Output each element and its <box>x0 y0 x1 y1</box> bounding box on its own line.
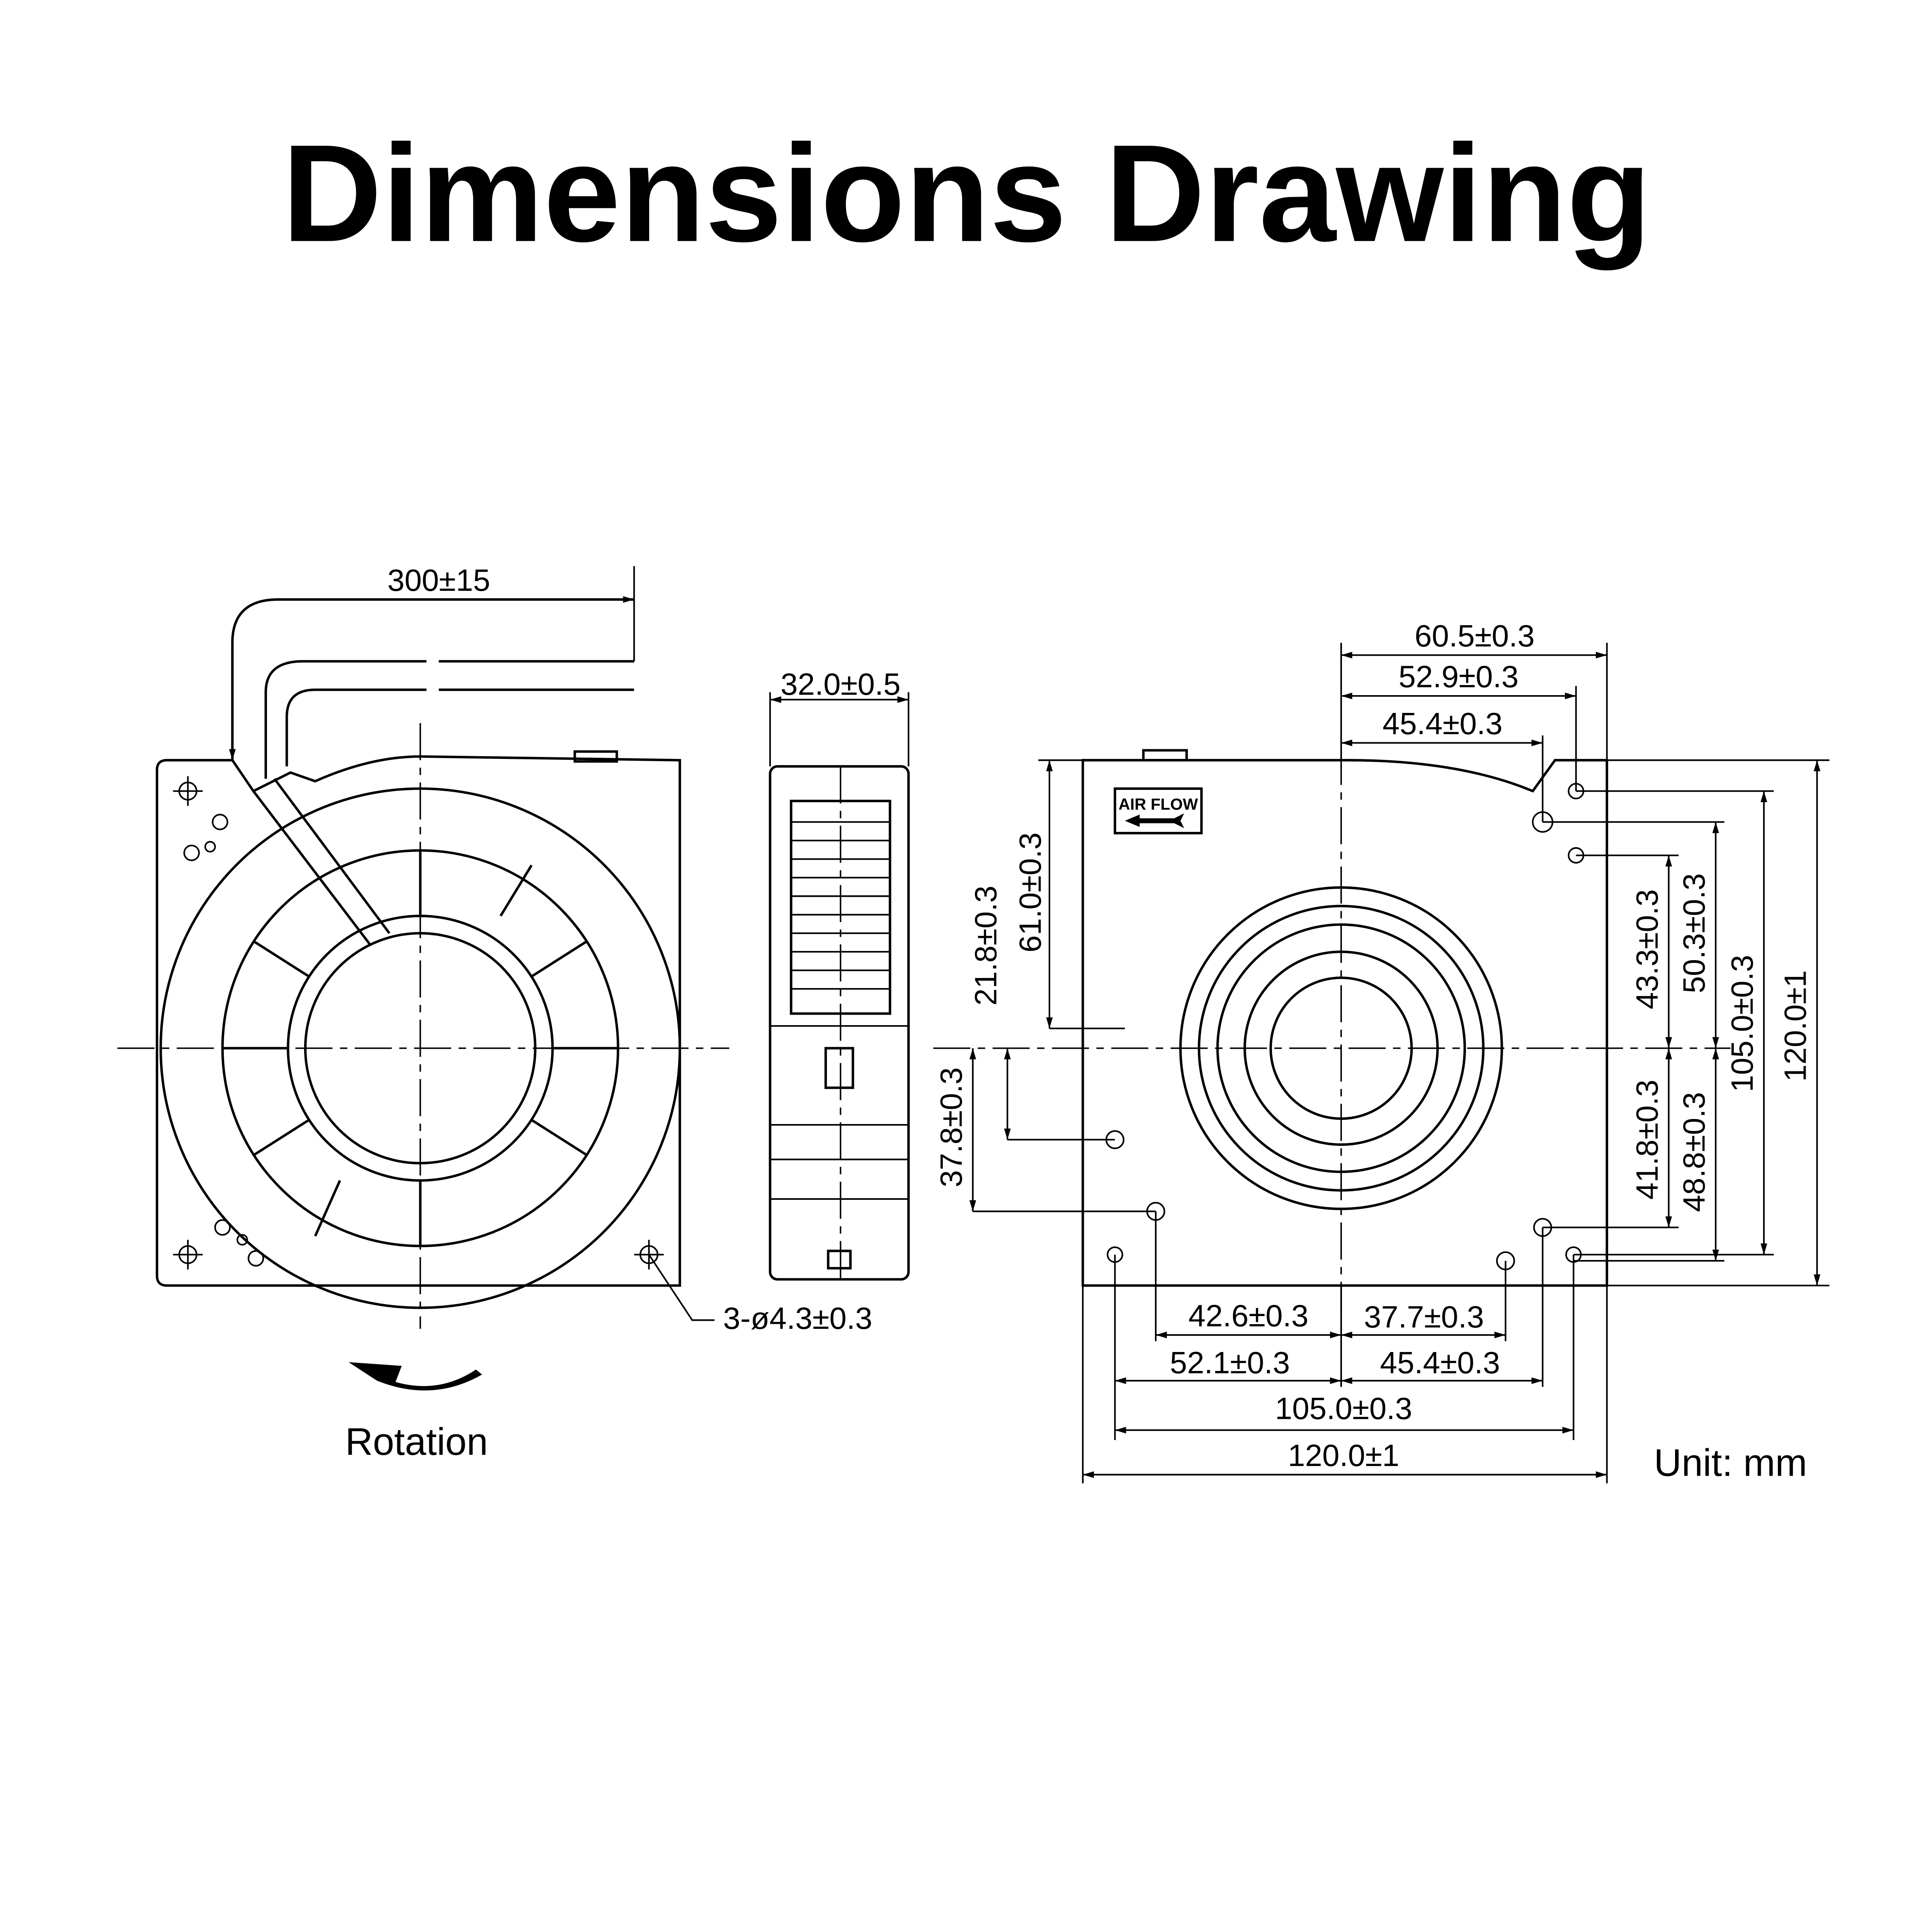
airflow-label: AIR FLOW <box>1119 795 1198 813</box>
airflow-arrow-icon <box>1125 813 1184 828</box>
dim-bottom-42-6: 42.6±0.3 <box>1189 1299 1309 1333</box>
dim-right-48-8: 48.8±0.3 <box>1677 1092 1711 1212</box>
back-view: AIR FLOW 60.5±0.3 52.9±0.3 45.4±0.3 <box>933 619 1830 1483</box>
dim-right-105-0: 105.0±0.3 <box>1725 955 1759 1092</box>
dim-right-50-3: 50.3±0.3 <box>1677 873 1711 993</box>
dim-left-37-8: 37.8±0.3 <box>934 1067 968 1187</box>
dim-right-43-3: 43.3±0.3 <box>1630 889 1664 1009</box>
front-view: 300±15 3-ø4.3±0.3 Rotation <box>117 563 872 1463</box>
rotation-arrow-icon <box>349 1362 482 1391</box>
dim-top-52-9: 52.9±0.3 <box>1398 660 1519 694</box>
mount-hole-icon <box>1105 783 1584 1270</box>
dim-top-60-5: 60.5±0.3 <box>1415 619 1535 653</box>
dim-left-61-0: 61.0±0.3 <box>1013 832 1048 952</box>
airflow-badge: AIR FLOW <box>1114 787 1203 835</box>
dim-bottom-45-4: 45.4±0.3 <box>1380 1345 1500 1380</box>
dim-bottom-105-0: 105.0±0.3 <box>1275 1391 1412 1425</box>
dim-top-45-4: 45.4±0.3 <box>1383 706 1503 741</box>
dim-right-120-0: 120.0±1 <box>1778 970 1813 1082</box>
thickness-label: 32.0±0.5 <box>781 667 901 701</box>
mount-hole-icon <box>173 776 664 1270</box>
unit-label: Unit: mm <box>1654 1442 1807 1485</box>
page-title: Dimensions Drawing <box>282 116 1651 271</box>
dim-bottom-52-1: 52.1±0.3 <box>1170 1345 1290 1380</box>
cable-length-label: 300±15 <box>388 563 490 597</box>
dim-bottom-37-7: 37.7±0.3 <box>1364 1300 1484 1334</box>
dim-right-41-8: 41.8±0.3 <box>1630 1080 1664 1200</box>
dim-left-21-8: 21.8±0.3 <box>968 886 1003 1006</box>
side-view: 32.0±0.5 <box>769 667 910 1281</box>
rotation-label: Rotation <box>345 1420 488 1463</box>
mount-holes-label: 3-ø4.3±0.3 <box>723 1301 872 1335</box>
dim-bottom-120-0: 120.0±1 <box>1288 1438 1399 1473</box>
